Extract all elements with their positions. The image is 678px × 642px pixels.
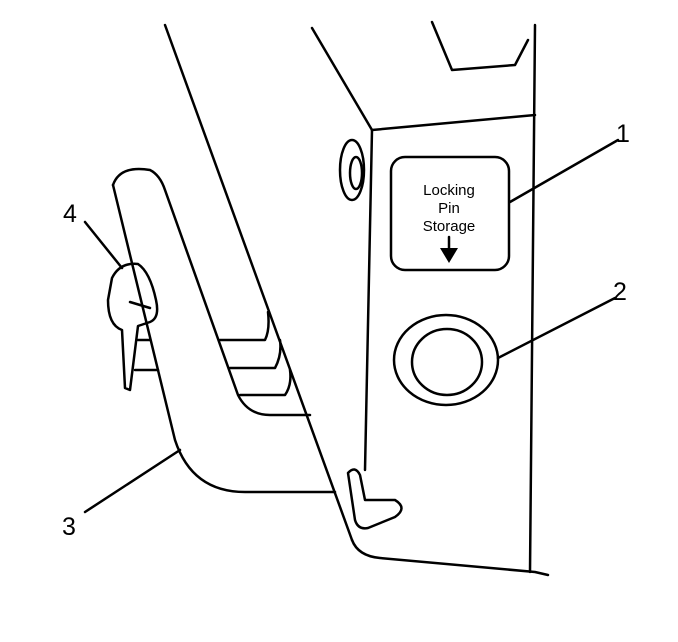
decal-text-line2: Pin bbox=[438, 200, 460, 217]
callout-1: 1 bbox=[616, 120, 630, 148]
pin-storage-hole bbox=[392, 313, 500, 407]
receiver-housing bbox=[163, 20, 550, 577]
decal-text-line1: Locking bbox=[423, 182, 475, 199]
down-arrow-icon bbox=[440, 235, 458, 263]
locking-clip bbox=[106, 262, 159, 392]
bottom-bracket bbox=[346, 468, 403, 530]
leader-lines bbox=[83, 138, 620, 514]
side-bolt bbox=[338, 138, 366, 202]
hitch-bar bbox=[111, 167, 337, 494]
decal-text-line3: Storage bbox=[423, 218, 476, 235]
callout-4: 4 bbox=[63, 200, 77, 228]
locking-pin-storage-decal: Locking Pin Storage bbox=[389, 155, 511, 272]
callout-3: 3 bbox=[62, 513, 76, 541]
callout-2: 2 bbox=[613, 278, 627, 306]
